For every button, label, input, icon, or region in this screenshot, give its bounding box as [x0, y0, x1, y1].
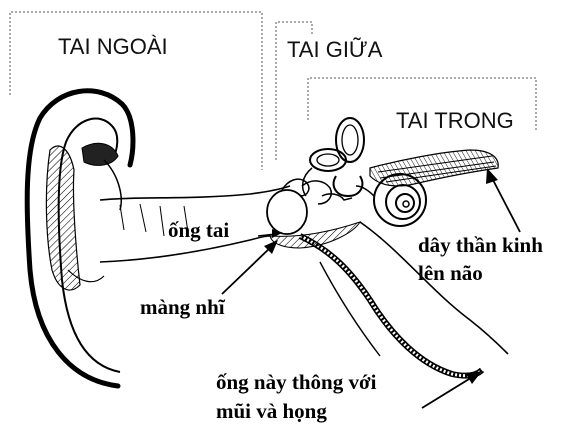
tube-label-line1: ống này thông với [216, 370, 377, 394]
tube-label-line2: mũi và họng [216, 399, 327, 423]
ear-canal-label: ống tai [168, 218, 229, 242]
eardrum-label: màng nhĩ [140, 295, 226, 319]
outer-ear-header: TAI NGOÀI [58, 34, 168, 59]
tragus [82, 143, 118, 165]
eardrum-arrow [222, 240, 278, 294]
middle-ear-header: TAI GIỮA [287, 37, 383, 62]
concha-shading [46, 146, 80, 290]
pinna [27, 91, 133, 386]
auditory-nerve [370, 150, 498, 186]
nerve-fill [370, 150, 498, 186]
nerve-label-line1: dây thần kinh [418, 233, 543, 257]
nerve-arrow [486, 168, 520, 232]
inner-ear-header: TAI TRONG [396, 108, 514, 133]
nerve-label-line2: lên não [418, 261, 483, 285]
semicircular-canals [303, 118, 364, 196]
